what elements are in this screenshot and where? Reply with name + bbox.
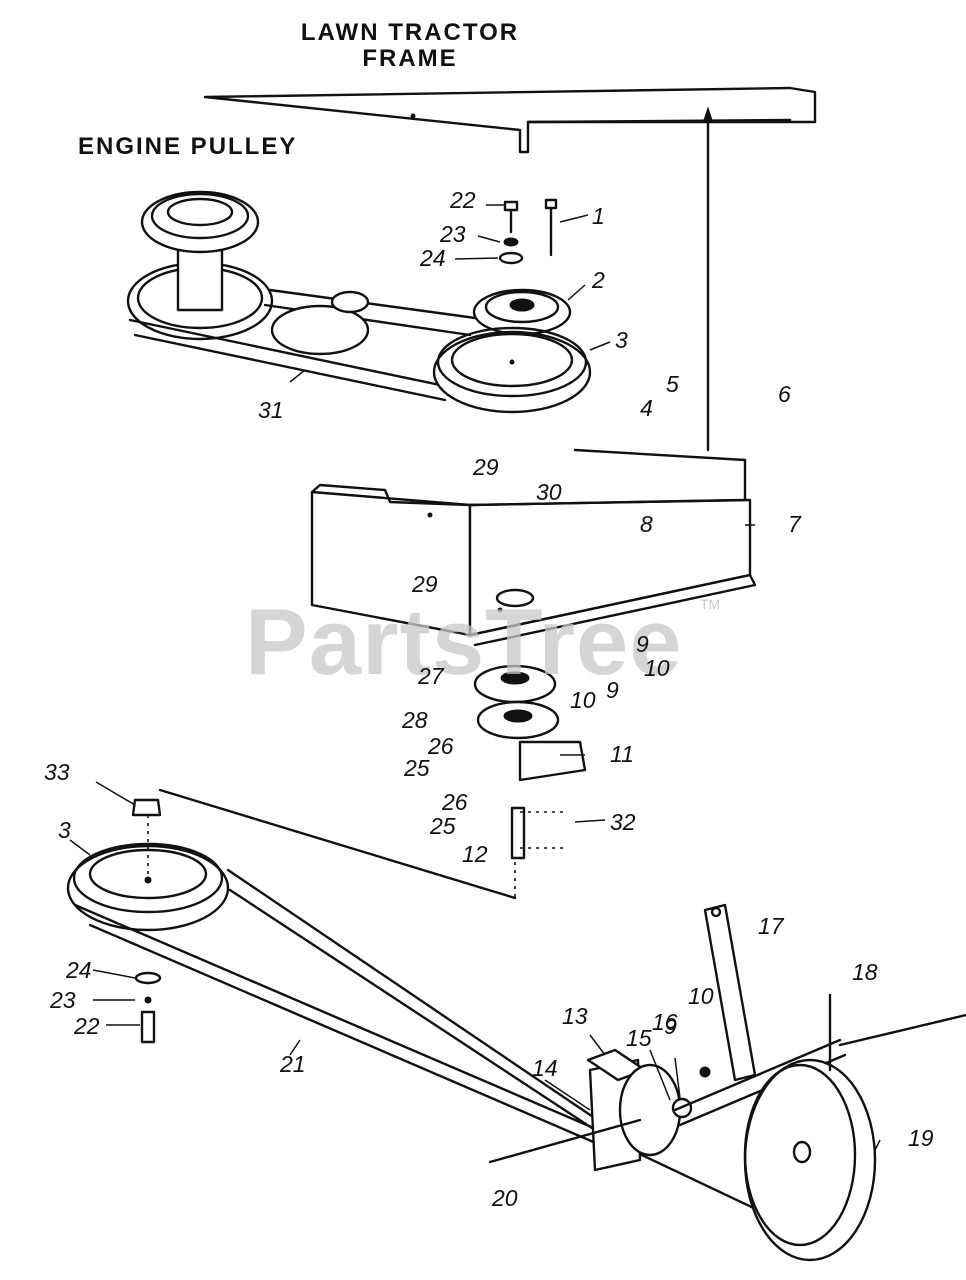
callout-3-lower: 3: [58, 817, 71, 843]
callout-25-lower: 25: [430, 813, 456, 839]
callout-16: 16: [652, 1009, 678, 1035]
callout-9-lower: 9: [664, 1013, 677, 1039]
callout-2: 2: [592, 267, 605, 293]
callout-13: 13: [562, 1003, 588, 1029]
callout-28: 28: [402, 707, 428, 733]
callout-24-lower: 24: [66, 957, 92, 983]
pulley-3-lower: [66, 788, 517, 932]
callout-23: 23: [440, 221, 466, 247]
engine-pulley-assembly: [126, 190, 492, 402]
callout-7: 7: [788, 511, 801, 537]
callout-19: 19: [908, 1125, 934, 1151]
callout-12: 12: [462, 841, 488, 867]
engine-pulley-title: ENGINE PULLEY: [78, 133, 298, 160]
watermark-trademark: TM: [700, 596, 721, 612]
callout-33: 33: [44, 759, 70, 785]
callout-14: 14: [532, 1055, 558, 1081]
callout-21: 21: [280, 1051, 306, 1077]
tractor-frame-plate: [203, 86, 817, 452]
callout-15: 15: [626, 1025, 652, 1051]
callout-22-lower: 22: [74, 1013, 100, 1039]
callout-11: 11: [610, 741, 634, 767]
callout-30: 30: [536, 479, 562, 505]
pulley-3-upper: [432, 326, 592, 414]
callout-24: 24: [420, 245, 446, 271]
watermark: PartsTree: [245, 589, 683, 694]
callout-26-lower: 26: [442, 789, 468, 815]
callout-27: 27: [418, 663, 444, 689]
bolt-washer-stack-bottom: [134, 971, 162, 1044]
callout-10-lower: 10: [688, 983, 714, 1009]
callout-25-upper: 25: [404, 755, 430, 781]
callout-10-right: 10: [644, 655, 670, 681]
callout-5: 5: [666, 371, 679, 397]
callout-29-lower: 29: [412, 571, 438, 597]
callout-10-center: 10: [570, 687, 596, 713]
callout-4: 4: [640, 395, 653, 421]
callout-8: 8: [640, 511, 653, 537]
callout-23-lower: 23: [50, 987, 76, 1013]
callout-32: 32: [610, 809, 636, 835]
lever-and-pulley-19: [673, 903, 966, 1262]
idler-pulley-2: [472, 288, 572, 336]
mounting-bracket-7: [310, 448, 757, 647]
callout-31: 31: [258, 397, 284, 423]
callout-6: 6: [778, 381, 791, 407]
callout-9-right: 9: [636, 631, 649, 657]
leader-lines: [69, 204, 881, 1151]
callout-22: 22: [450, 187, 476, 213]
callout-1: 1: [592, 203, 605, 229]
bracket-11-shaft-12: [510, 740, 587, 898]
callout-29-upper: 29: [473, 454, 499, 480]
bearing-plates: [473, 664, 560, 740]
callout-3: 3: [615, 327, 628, 353]
callout-18: 18: [852, 959, 878, 985]
callout-26-upper: 26: [428, 733, 454, 759]
callout-9-center: 9: [606, 677, 619, 703]
bolt-washer-stack-top: [498, 198, 558, 265]
callout-20: 20: [492, 1185, 518, 1211]
callout-17: 17: [758, 913, 784, 939]
